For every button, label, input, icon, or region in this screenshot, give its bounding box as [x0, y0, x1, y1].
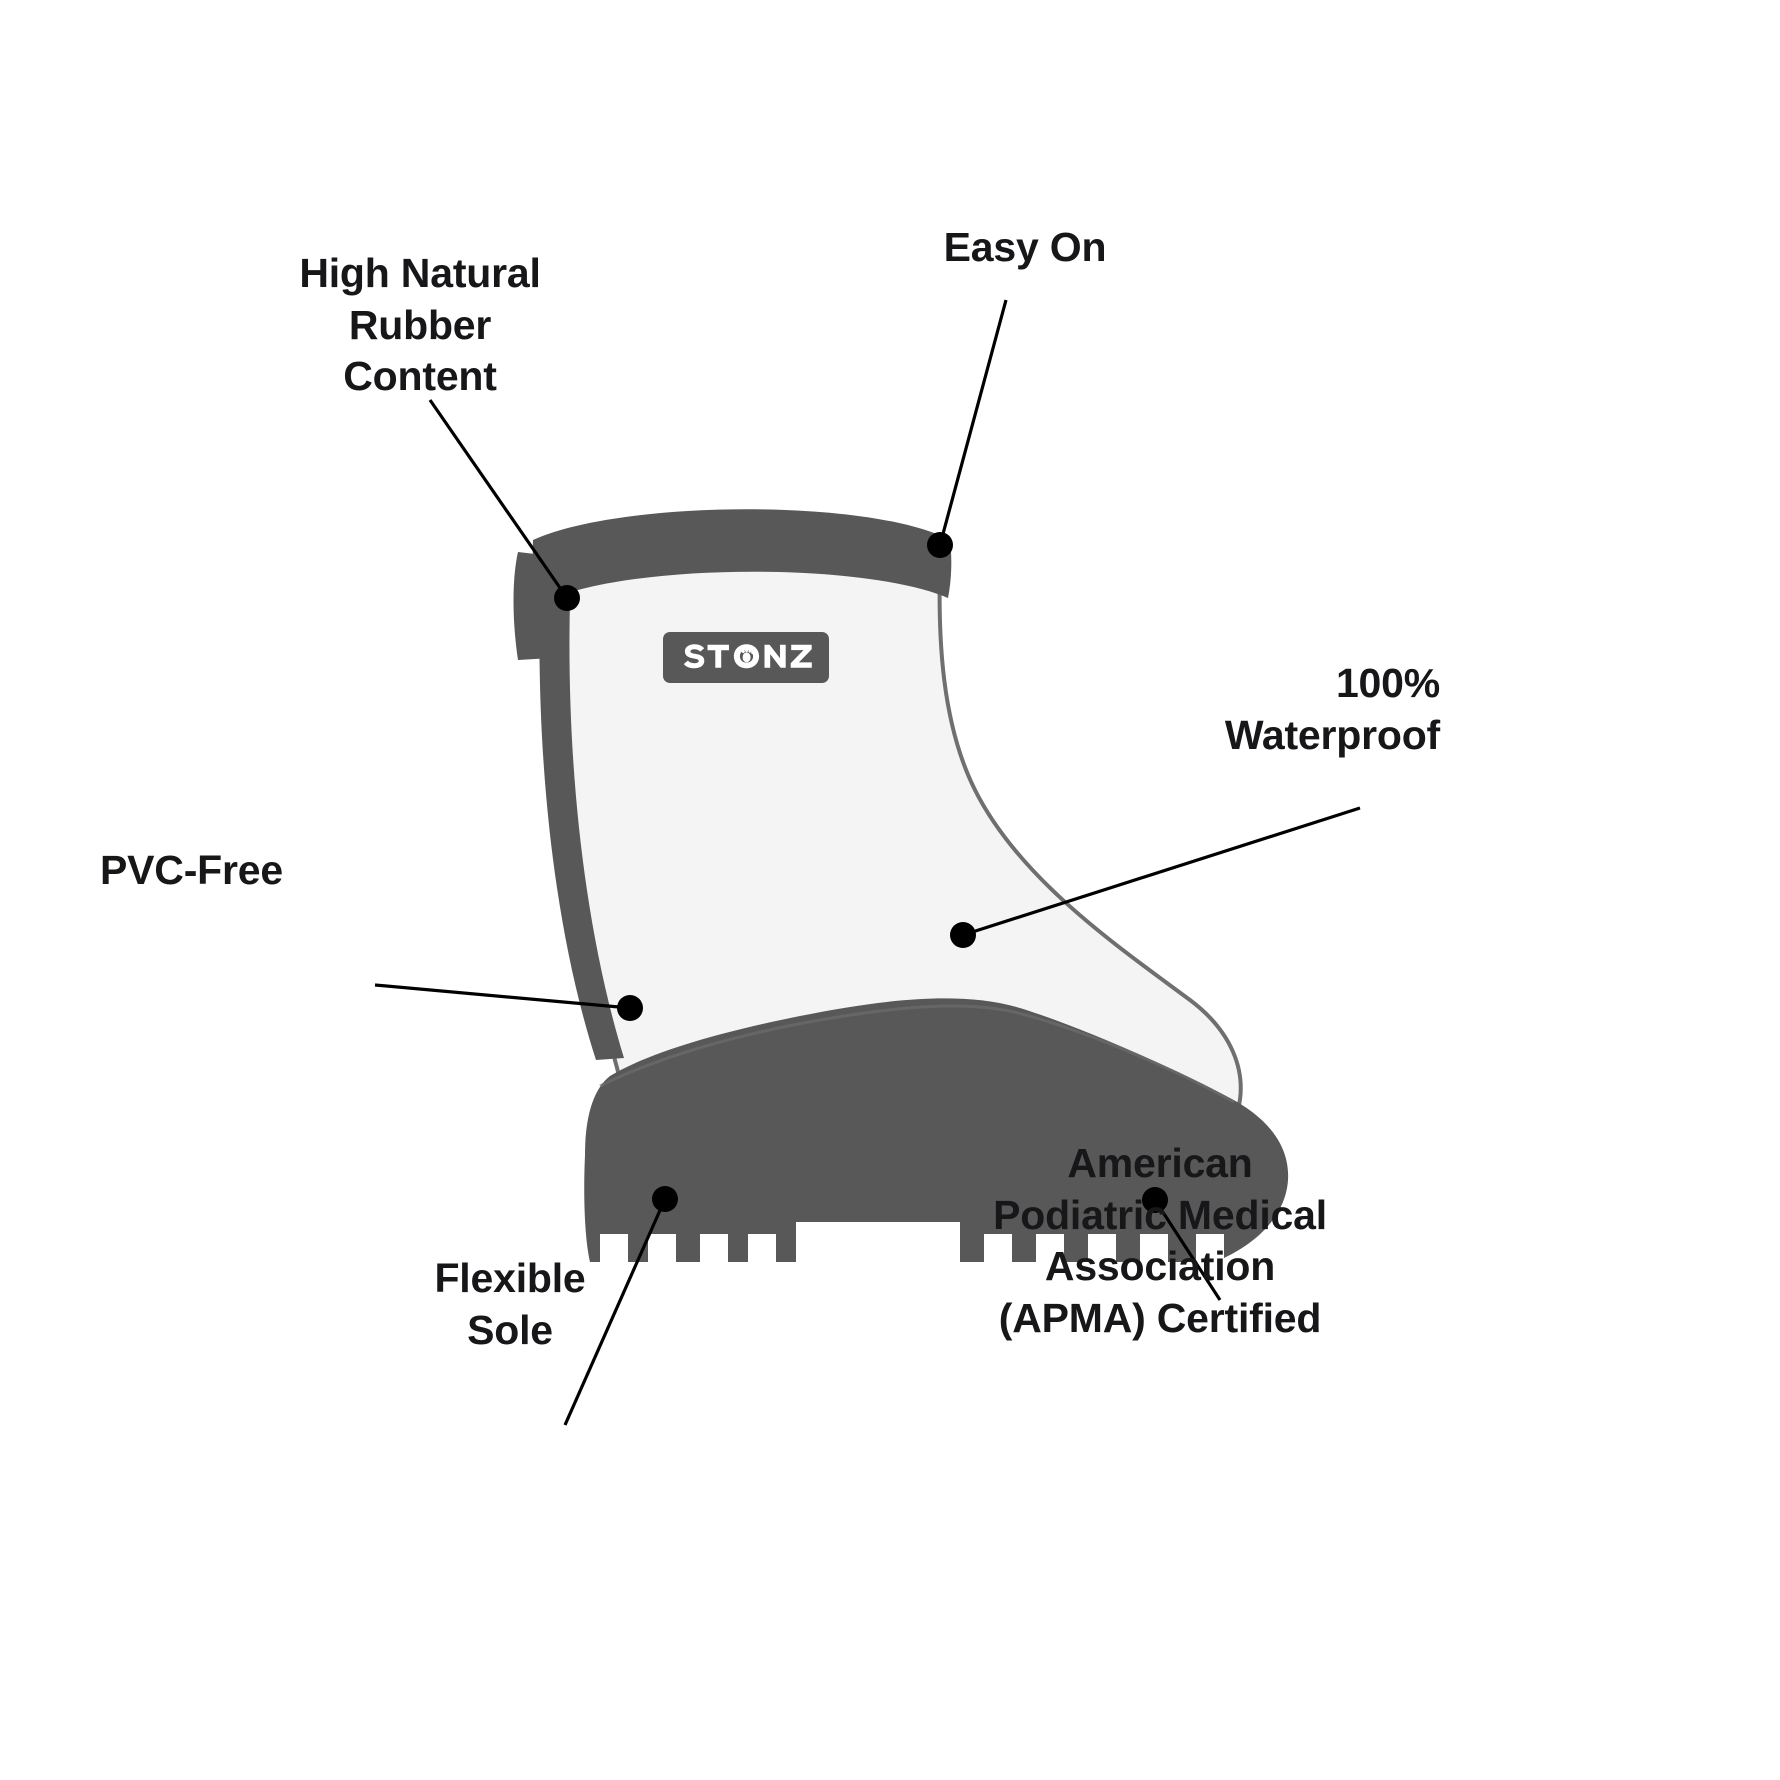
- leader-lines: [374, 299, 1361, 1426]
- callout-label-high-natural-rubber-content: High Natural Rubber Content: [299, 250, 541, 400]
- leader-dot-easy-on: [927, 532, 953, 558]
- stonz-logo-badge: [663, 632, 829, 683]
- leader-line-waterproof: [962, 806, 1361, 937]
- callout-label-easy-on: Easy On: [943, 224, 1107, 270]
- leader-dot-pvc-free: [617, 995, 643, 1021]
- callout-label-waterproof: 100% Waterproof: [1224, 660, 1440, 758]
- leader-dot-flexible-sole: [652, 1186, 678, 1212]
- boot-back-edge-stripe: [539, 596, 624, 1060]
- leader-dot-apma-certified: [1142, 1187, 1168, 1213]
- boot-sole-top-edge: [599, 1004, 1235, 1104]
- leader-line-easy-on: [938, 299, 1008, 546]
- leader-line-pvc-free: [374, 983, 631, 1010]
- leader-dots: [554, 532, 1168, 1213]
- leader-line-apma-certified: [1153, 1199, 1222, 1301]
- leader-line-flexible-sole: [563, 1198, 667, 1426]
- callout-label-flexible-sole: Flexible Sole: [434, 1255, 586, 1353]
- leader-line-high-natural-rubber-content: [428, 399, 569, 599]
- leader-dot-high-natural-rubber-content: [554, 585, 580, 611]
- leader-dot-waterproof: [950, 922, 976, 948]
- stonz-wordmark: [683, 643, 812, 668]
- boot-cuff-band: [532, 509, 952, 604]
- callout-label-apma-certified: American Podiatric Medical Association (…: [993, 1140, 1327, 1341]
- boot-sole: [584, 998, 1289, 1262]
- callout-label-pvc-free: PVC-Free: [100, 847, 283, 893]
